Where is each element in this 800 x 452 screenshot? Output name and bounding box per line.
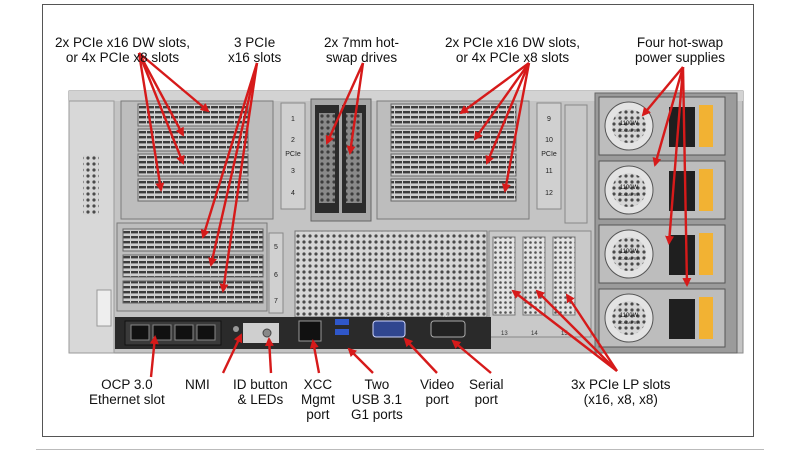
psu-sublabel: AC ADAPTER xyxy=(618,129,641,133)
label-line: port xyxy=(474,392,498,407)
slot-number: 2 xyxy=(291,137,295,144)
label-line: 2x PCIe x16 DW slots, xyxy=(55,35,191,50)
label-line: 2x 7mm hot- xyxy=(324,35,400,50)
label-line: (x16, x8, x8) xyxy=(583,392,658,407)
label-line: XCC xyxy=(303,377,333,392)
slot-number: 9 xyxy=(547,116,551,123)
label-nmi: NMI xyxy=(185,377,210,392)
label-line: Ethernet slot xyxy=(89,392,165,407)
label-line: or 4x PCIe x8 slots xyxy=(455,50,570,65)
label-video-port: Video port xyxy=(420,377,454,407)
slot-number: 11 xyxy=(545,168,552,175)
riser-upper-right xyxy=(376,100,530,220)
label-usb-ports: Two USB 3.1 G1 ports xyxy=(351,377,403,422)
psu-label: 1100W xyxy=(620,121,639,127)
drive-bay xyxy=(310,98,372,222)
psu-label: 1100W xyxy=(620,185,639,191)
server-rear-diagram: 1 2 PCIe 3 4 9 10 PCIe 11 1 xyxy=(68,52,744,378)
psu-label: 1100W xyxy=(620,313,639,319)
label-line: x16 slots xyxy=(228,50,282,65)
psu-unit: 1100W AC ADAPTER xyxy=(598,288,726,348)
label-id-button: ID button & LEDs xyxy=(233,377,288,407)
psu-sublabel: AC ADAPTER xyxy=(618,257,641,261)
label-line: 2x PCIe x16 DW slots, xyxy=(445,35,581,50)
slot-number: 10 xyxy=(545,137,553,144)
label-ocp-ethernet: OCP 3.0 Ethernet slot xyxy=(89,377,165,407)
slot-numbers-right: 9 10 PCIe 11 12 xyxy=(536,102,588,224)
callout-arrows xyxy=(137,52,692,378)
lp-slot-number: 13 xyxy=(501,331,508,337)
label-pcie-x16-slots: 3 PCIe x16 slots xyxy=(228,35,281,65)
label-line: Video xyxy=(420,377,455,392)
label-hotswap-drives: 2x 7mm hot- swap drives xyxy=(324,35,399,65)
label-pcie-dw-slots-right: 2x PCIe x16 DW slots, or 4x PCIe x8 slot… xyxy=(445,35,580,65)
label-line: Four hot-swap xyxy=(636,35,724,50)
label-power-supplies: Four hot-swap power supplies xyxy=(635,35,725,65)
slot-number: 4 xyxy=(291,190,295,197)
label-line: Two xyxy=(364,377,390,392)
bottom-divider xyxy=(36,449,764,450)
slot-number: PCIe xyxy=(285,151,301,158)
slot-number: 1 xyxy=(291,116,295,123)
psu-unit: 1100W AC ADAPTER xyxy=(598,96,726,156)
label-line: swap drives xyxy=(325,50,398,65)
label-line: power supplies xyxy=(635,50,726,65)
slot-numbers-left: 1 2 PCIe 3 4 xyxy=(280,102,306,210)
label-line: OCP 3.0 xyxy=(101,377,153,392)
label-line: or 4x PCIe x8 slots xyxy=(65,50,180,65)
lp-slot-number: 15 xyxy=(561,331,568,337)
psu-sublabel: AC ADAPTER xyxy=(618,321,641,325)
lp-slot-area: 13 14 15 xyxy=(488,230,592,338)
psu-label: 1100W xyxy=(620,249,639,255)
slot-number: 6 xyxy=(274,272,278,279)
power-supplies: 1100W AC ADAPTER 1100W AC ADAPTER 1100W … xyxy=(594,92,738,354)
label-line: G1 ports xyxy=(351,407,403,422)
io-strip: IO IOI xyxy=(115,313,491,349)
label-line: USB 3.1 xyxy=(351,392,403,407)
label-line: & LEDs xyxy=(237,392,284,407)
slot-number: 7 xyxy=(274,298,278,305)
slot-number: 3 xyxy=(291,168,295,175)
label-xcc-port: XCC Mgmt port xyxy=(301,377,335,422)
label-line: port xyxy=(306,407,330,422)
psu-unit: 1100W AC ADAPTER xyxy=(598,160,726,220)
serial-port-glyph: IOI xyxy=(443,313,450,319)
slot-number: 5 xyxy=(274,244,278,251)
video-port-glyph: IO xyxy=(385,313,390,319)
label-line: ID button xyxy=(233,377,288,392)
figure-frame: 1 2 PCIe 3 4 9 10 PCIe 11 1 xyxy=(42,4,754,437)
label-line: port xyxy=(425,392,449,407)
label-line: Serial xyxy=(469,377,504,392)
center-vent xyxy=(294,230,488,318)
label-serial-port: Serial port xyxy=(469,377,504,407)
slot-number: 12 xyxy=(545,190,553,197)
label-pcie-lp-slots: 3x PCIe LP slots (x16, x8, x8) xyxy=(571,377,671,407)
lp-slot-number: 14 xyxy=(531,331,538,337)
label-line: NMI xyxy=(185,377,210,392)
label-pcie-dw-slots-left: 2x PCIe x16 DW slots, or 4x PCIe x8 slot… xyxy=(55,35,190,65)
riser-upper-left xyxy=(120,100,274,220)
riser-lower-left xyxy=(116,222,268,312)
psu-sublabel: AC ADAPTER xyxy=(618,193,641,197)
label-line: Mgmt xyxy=(301,392,335,407)
psu-unit: 1100W AC ADAPTER xyxy=(598,224,726,284)
label-line: 3x PCIe LP slots xyxy=(571,377,671,392)
slot-numbers-lower: 5 6 7 xyxy=(268,232,284,314)
slot-number: PCIe xyxy=(541,151,557,158)
label-line: 3 PCIe xyxy=(234,35,276,50)
